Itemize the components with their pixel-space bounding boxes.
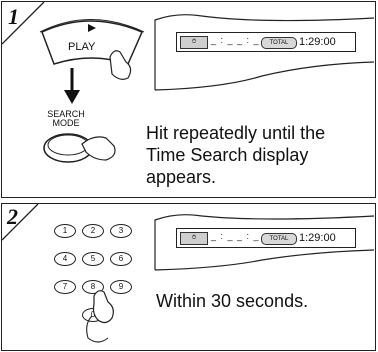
step-1-panel: 1 PLAY SEARCH MODE ⏱ _ : _ _ : _ _ TOTAL… <box>1 1 376 198</box>
search-mode-label-2: MODE <box>52 118 80 128</box>
total-badge: TOTAL <box>261 233 297 245</box>
time-entry-dashes: _ : _ _ : _ _ <box>211 231 270 241</box>
tv-screen-frame <box>154 14 375 91</box>
clock-icon: ⏱ <box>180 36 208 49</box>
step-1-diagonal-frame <box>2 2 45 45</box>
key-9[interactable]: 9 <box>110 280 132 294</box>
search-mode-label-1: SEARCH <box>47 109 85 119</box>
step-1-number: 1 <box>8 4 19 29</box>
total-time: 1:29:00 <box>299 232 336 244</box>
key-4[interactable]: 4 <box>54 252 76 266</box>
time-search-display: ⏱ _ : _ _ : _ _ TOTAL 1:29:00 <box>176 32 356 52</box>
key-3[interactable]: 3 <box>110 224 132 238</box>
step-2-diagonal-frame <box>2 204 39 241</box>
hand-icon <box>86 290 114 343</box>
key-1[interactable]: 1 <box>54 224 76 238</box>
hand-icon <box>81 136 116 161</box>
key-7[interactable]: 7 <box>54 280 76 294</box>
key-6[interactable]: 6 <box>110 252 132 266</box>
instruction-line-2: Time Search display <box>146 145 309 165</box>
play-label: PLAY <box>68 41 96 53</box>
key-5[interactable]: 5 <box>82 252 104 266</box>
total-badge: TOTAL <box>261 37 297 49</box>
total-time: 1:29:00 <box>299 36 336 48</box>
time-search-display: ⏱ _ : _ _ : _ _ TOTAL 1:29:00 <box>176 228 356 248</box>
play-button[interactable] <box>2 2 162 122</box>
tv-screen-frame <box>154 214 375 271</box>
hand-icon <box>109 50 132 80</box>
clock-icon: ⏱ <box>180 232 208 245</box>
step-2-panel: 2 1 2 3 4 5 6 7 8 9 0 ⏱ _ : _ _ : _ _ TO… <box>1 203 376 351</box>
arrow-down-icon <box>64 90 80 104</box>
instruction-text: Within 30 seconds. <box>156 291 309 311</box>
key-2[interactable]: 2 <box>82 224 104 238</box>
search-mode-button[interactable] <box>2 2 162 198</box>
instruction-line-1: Hit repeatedly until the <box>146 123 326 143</box>
step-2-number: 2 <box>7 204 18 229</box>
instruction-line-3: appears. <box>146 167 217 187</box>
time-entry-dashes: _ : _ _ : _ _ <box>211 35 270 45</box>
play-triangle-icon <box>88 24 96 32</box>
